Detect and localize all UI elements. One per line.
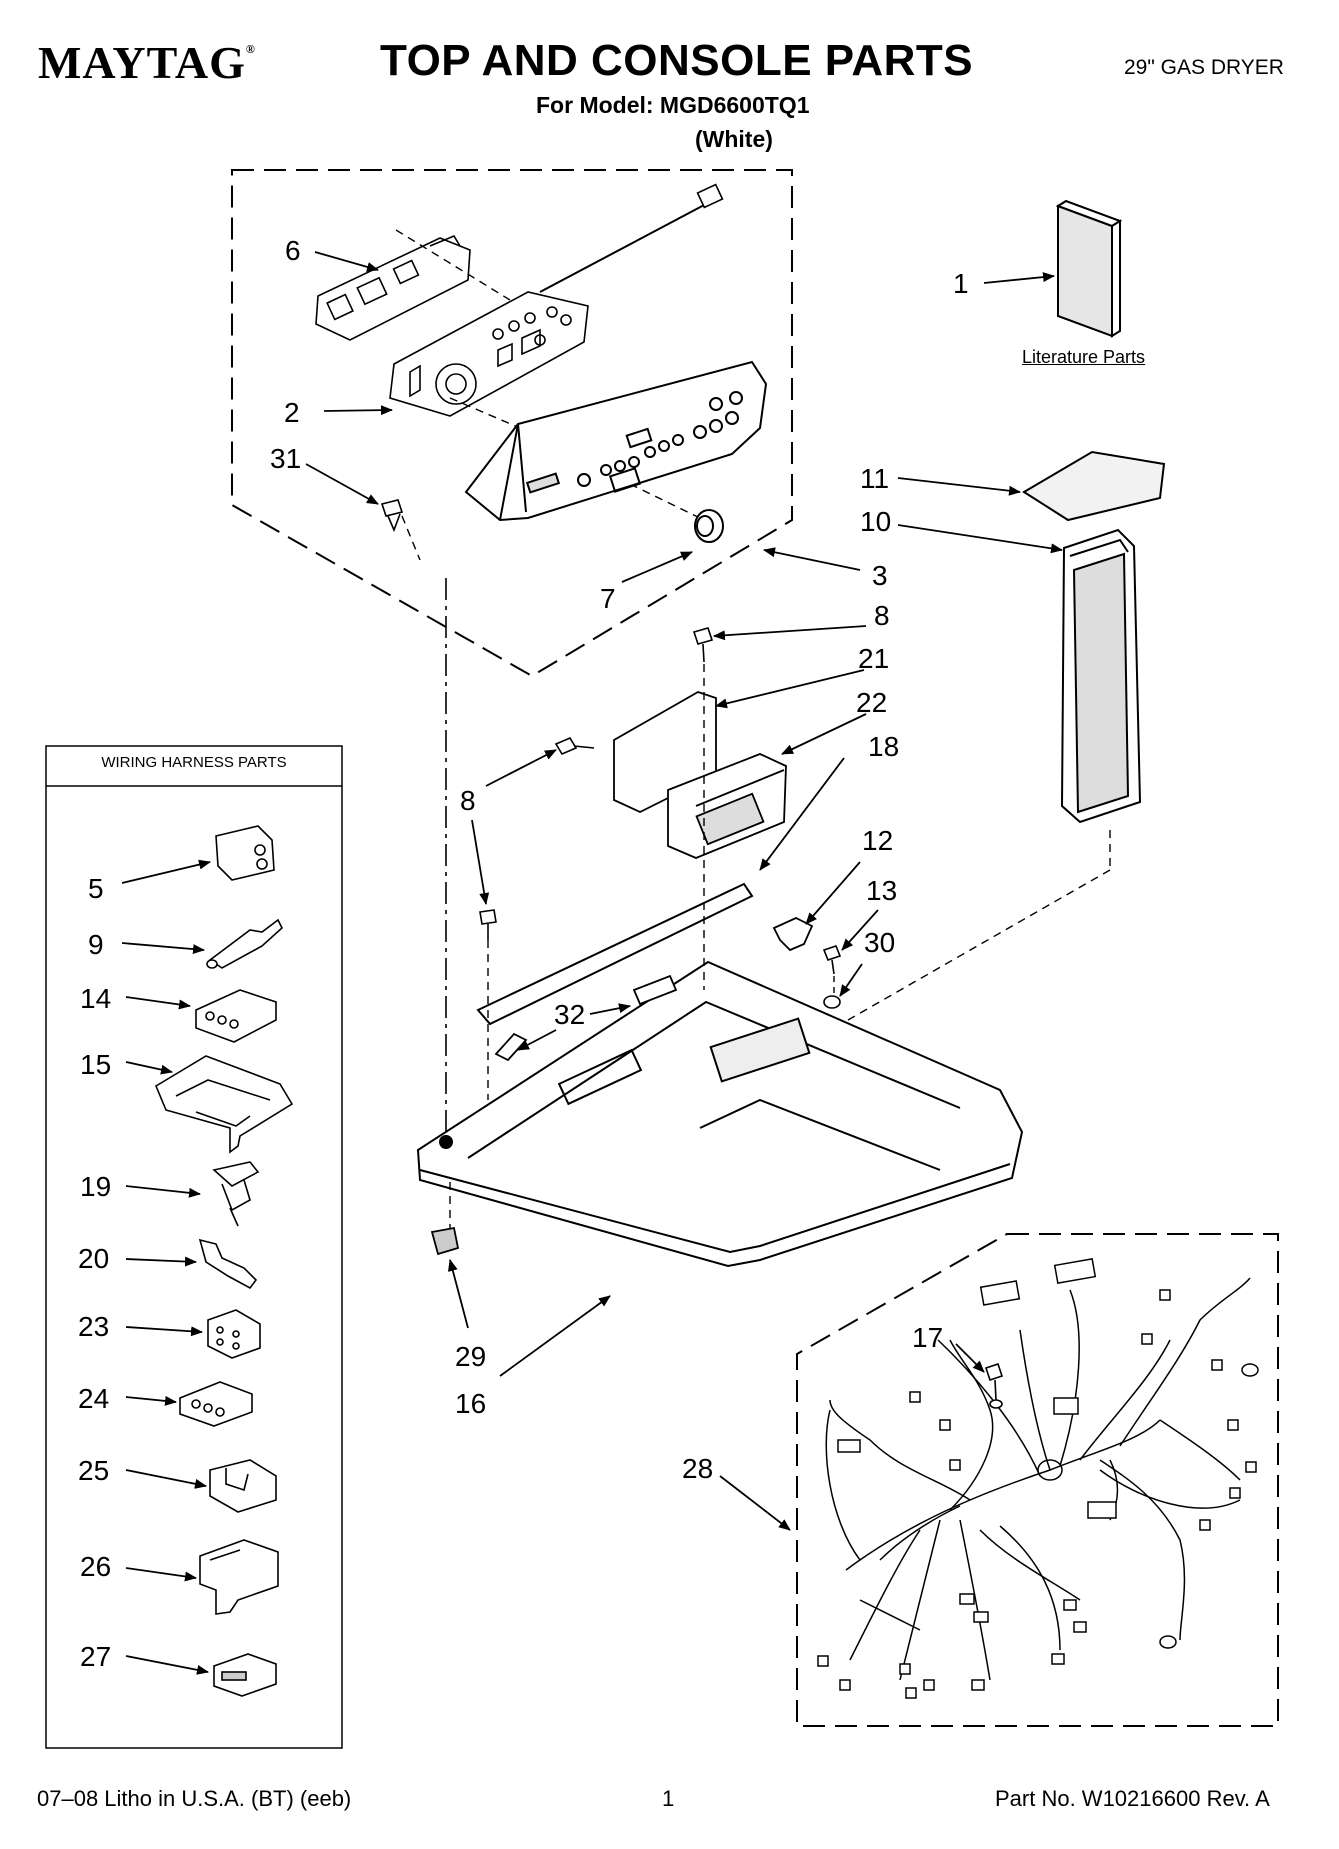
callout-8-left: 8: [460, 785, 476, 816]
terminal-9: [206, 918, 283, 969]
bumper-32-upper-part: [632, 974, 678, 1006]
terminal-20: [198, 1238, 258, 1290]
footer-part-number: Part No. W10216600 Rev. A: [995, 1786, 1270, 1811]
connector-5: [215, 825, 275, 881]
control-board-part: [389, 291, 589, 417]
connector-25: [209, 1459, 277, 1513]
module-part: [667, 753, 787, 859]
connector-26: [199, 1539, 279, 1615]
callout-10: 10: [860, 506, 891, 537]
brand-name: MAYTAG: [38, 37, 246, 88]
clip-12-part: [772, 917, 814, 952]
wiring-harness-part: [825, 1277, 1251, 1681]
screw-31-part: [380, 499, 404, 533]
callout-14: 14: [80, 983, 111, 1014]
wiring-box: [45, 745, 343, 1749]
callout-29: 29: [455, 1341, 486, 1372]
callout-27: 27: [80, 1641, 111, 1672]
callout-32: 32: [554, 999, 585, 1030]
callout-18: 18: [868, 731, 899, 762]
brand-logo: MAYTAG®: [38, 36, 256, 89]
registered-mark: ®: [245, 42, 256, 56]
screw-8-lower-part: [479, 909, 497, 940]
callout-labels: 1 6 2 31 11 10 3 7 8 21 22 18 8 12 13 30…: [78, 235, 969, 1672]
screw-13-part: [822, 945, 842, 975]
page-title: TOP AND CONSOLE PARTS: [380, 36, 974, 85]
console-back-panel-part: [315, 234, 471, 341]
callout-28: 28: [682, 1453, 713, 1484]
lint-cover-part: [1022, 450, 1166, 522]
wiring-box-title: WIRING HARNESS PARTS: [101, 754, 287, 771]
clip-19: [212, 1161, 260, 1227]
callout-20: 20: [78, 1243, 109, 1274]
callout-30: 30: [864, 927, 895, 958]
console-part: [464, 360, 768, 522]
screw-17-part: [984, 1362, 1004, 1409]
screw-8-top-part: [692, 627, 714, 663]
callout-16: 16: [455, 1388, 486, 1419]
cable-connector: [696, 183, 724, 209]
connector-14: [195, 989, 277, 1043]
color-line: (White): [695, 126, 773, 152]
callout-21: 21: [858, 643, 889, 674]
callout-17: 17: [912, 1322, 943, 1353]
callout-22: 22: [856, 687, 887, 718]
connector-23: [207, 1309, 261, 1359]
callout-19: 19: [80, 1171, 111, 1202]
connector-27: [213, 1653, 277, 1697]
literature-label: Literature Parts: [1022, 347, 1146, 367]
literature-booklet-part: [1055, 199, 1123, 338]
bumper-32-lower-part: [494, 1032, 528, 1062]
foot-29-part: [430, 1226, 460, 1256]
callout-2: 2: [284, 397, 300, 428]
callout-8-top: 8: [874, 600, 890, 631]
footer-page-number: 1: [662, 1786, 675, 1811]
console-group-outline: [231, 169, 793, 678]
callout-9: 9: [88, 929, 104, 960]
callout-12: 12: [862, 825, 893, 856]
callout-7: 7: [600, 583, 616, 614]
callout-3: 3: [872, 560, 888, 591]
callout-5: 5: [88, 873, 104, 904]
callout-31: 31: [270, 443, 301, 474]
ribbon-cable: [539, 203, 707, 293]
knob-part: [694, 509, 724, 543]
connector-15: [154, 1055, 294, 1154]
product-type: 29" GAS DRYER: [1124, 56, 1284, 79]
callout-13: 13: [866, 875, 897, 906]
callout-15: 15: [80, 1049, 111, 1080]
model-line: For Model: MGD6600TQ1: [536, 92, 810, 118]
harness-connectors: [817, 1257, 1259, 1699]
harness-group-outline: [796, 1233, 1279, 1727]
callout-11: 11: [860, 463, 889, 494]
rail-part: [476, 882, 754, 1026]
callout-26: 26: [80, 1551, 111, 1582]
connector-24: [179, 1381, 253, 1427]
leader-arrows: [121, 251, 1063, 1675]
screw-8-left-part: [554, 736, 595, 756]
callout-24: 24: [78, 1383, 109, 1414]
dryer-top-part: [416, 960, 1024, 1268]
callout-6: 6: [285, 235, 301, 266]
washer-30-part: [823, 995, 841, 1009]
callout-23: 23: [78, 1311, 109, 1342]
footer-litho: 07–08 Litho in U.S.A. (BT) (eeb): [37, 1786, 352, 1811]
callout-1: 1: [953, 268, 969, 299]
lint-screen-part: [1060, 528, 1142, 824]
callout-25: 25: [78, 1455, 109, 1486]
